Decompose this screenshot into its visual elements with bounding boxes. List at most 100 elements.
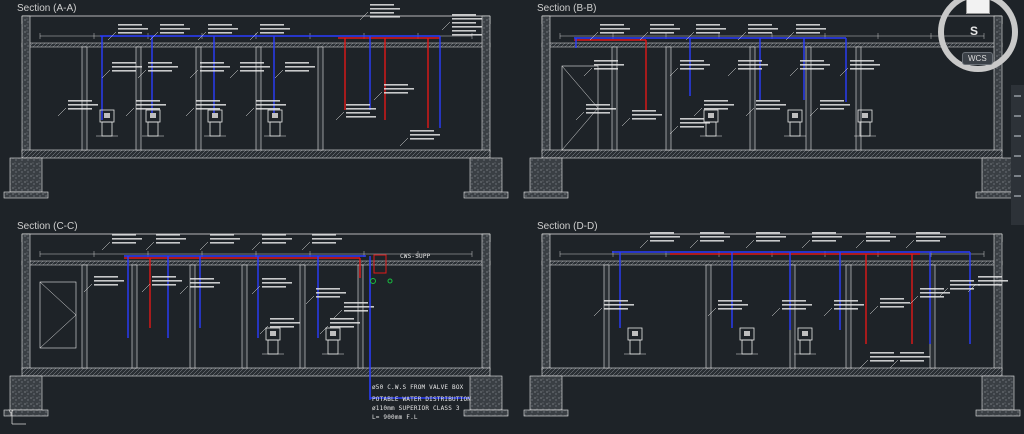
b-label-leader: [669, 125, 679, 135]
c-label-text: [190, 286, 214, 288]
a-label-leader: [359, 11, 369, 21]
c-label-leader: [199, 241, 209, 251]
b-footing: [529, 157, 563, 193]
a-label-leader: [274, 69, 284, 79]
nav-tool[interactable]: [1014, 115, 1021, 117]
b-label-leader: [589, 31, 599, 41]
d-footing-base: [523, 409, 569, 417]
c-label-text: [152, 276, 176, 278]
a-label-text: [200, 62, 224, 64]
d-label-text: [900, 356, 930, 358]
a-label-leader: [441, 21, 451, 31]
a-label-text: [240, 66, 270, 68]
c-label-text: [152, 284, 176, 286]
d-label-text: [866, 240, 890, 242]
d-label-leader: [859, 359, 869, 369]
b-label-text: [650, 24, 674, 26]
d-label-text: [870, 352, 894, 354]
nav-tool[interactable]: [1014, 155, 1021, 157]
a-label-text: [118, 32, 142, 34]
b-label-text: [586, 108, 616, 110]
b-label-text: [738, 60, 762, 62]
nav-tool[interactable]: [1014, 195, 1021, 197]
c-label-text: [190, 282, 220, 284]
b-partition: [855, 46, 862, 151]
b-label-text: [800, 68, 824, 70]
c-label-text: [330, 322, 360, 324]
a-label-text: [160, 32, 184, 34]
d-label-leader: [909, 295, 919, 305]
c-label-text: [210, 234, 234, 236]
c-label-text: [316, 288, 340, 290]
d-label-text: [950, 288, 974, 290]
b-door-swing: [561, 107, 599, 151]
c-label-text: [112, 238, 142, 240]
d-partition: [789, 264, 796, 369]
c-floor-slab: [21, 367, 491, 377]
nav-tool[interactable]: [1014, 175, 1021, 177]
d-label-text: [700, 232, 724, 234]
a-label-text: [136, 100, 160, 102]
a-partition: [195, 46, 202, 151]
b-label-leader: [575, 111, 585, 121]
nav-tool[interactable]: [1014, 135, 1021, 137]
a-label-text: [208, 32, 232, 34]
d-label-text: [978, 276, 1002, 278]
compass-south[interactable]: S: [970, 24, 979, 38]
d-label-text: [916, 232, 940, 234]
c-label-leader: [301, 241, 311, 251]
a-footing: [9, 157, 43, 193]
d-wc-plate: [802, 331, 808, 336]
a-label-text: [384, 88, 414, 90]
b-wc-plate: [792, 113, 798, 118]
section-title-a: Section (A-A): [17, 3, 77, 14]
a-label-text: [384, 84, 408, 86]
b-label-text: [696, 32, 720, 34]
view-cube[interactable]: [938, 0, 1018, 72]
a-label-text: [346, 112, 370, 114]
a-label-leader: [107, 31, 117, 41]
d-label-text: [650, 232, 674, 234]
b-label-text: [756, 108, 780, 110]
c-label-text: [262, 286, 286, 288]
a-label-text: [208, 28, 238, 30]
d-column: [541, 233, 551, 371]
b-partition: [749, 46, 756, 151]
c-door: [39, 281, 77, 349]
c-label-text: [190, 278, 214, 280]
b-label-text: [796, 28, 826, 30]
d-label-leader: [939, 287, 949, 297]
wcs-menu-button[interactable]: WCS: [962, 52, 993, 65]
c-column: [21, 233, 31, 371]
a-label-text: [346, 104, 370, 106]
d-label-text: [870, 356, 900, 358]
a-label-text: [196, 100, 220, 102]
a-label-text: [196, 104, 226, 106]
nav-tool[interactable]: [1014, 95, 1021, 97]
a-label-text: [260, 28, 290, 30]
d-label-text: [900, 352, 924, 354]
b-label-text: [600, 32, 624, 34]
navigation-bar[interactable]: [1011, 85, 1024, 225]
a-label-leader: [189, 69, 199, 79]
c-label-text: [156, 242, 180, 244]
c-label-leader: [251, 241, 261, 251]
pipe-spec-note: ø110mm SUPERIOR CLASS 3: [372, 405, 460, 412]
c-column: [481, 233, 491, 371]
d-label-text: [978, 280, 1008, 282]
d-label-text: [718, 300, 742, 302]
a-label-text: [260, 24, 284, 26]
a-label-text: [196, 108, 220, 110]
a-wc-plate: [272, 113, 278, 118]
d-label-leader: [689, 239, 699, 249]
a-label-leader: [399, 137, 409, 147]
d-partition: [705, 264, 712, 369]
b-label-text: [820, 104, 850, 106]
b-label-text: [680, 64, 710, 66]
a-wc-plate: [150, 113, 156, 118]
view-cube-face[interactable]: [966, 0, 990, 14]
b-label-leader: [639, 31, 649, 41]
a-wc-plate: [212, 113, 218, 118]
d-label-text: [812, 236, 842, 238]
